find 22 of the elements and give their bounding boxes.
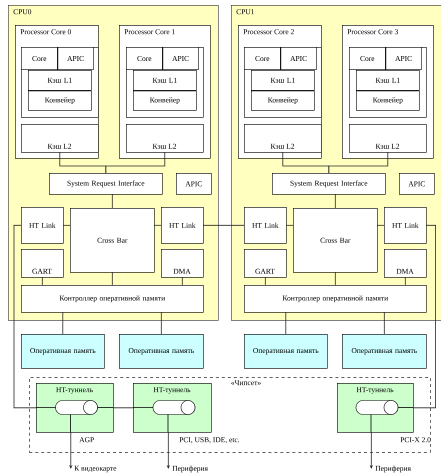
connector-line [334,194,336,208]
connector-line [105,152,166,174]
connector-line [377,224,384,226]
connector-line [42,277,43,286]
connector-line [264,277,266,286]
connector-line [328,152,388,174]
connector-line [413,224,436,408]
connector-line [112,272,113,286]
connector-line [113,407,134,408]
connector-line [154,224,162,226]
connector-line [203,224,244,226]
connector-line [112,194,113,208]
connector-line [334,272,336,286]
connector-line [14,224,36,408]
connector-line [285,312,286,334]
connector-line [404,277,406,286]
connector-line [182,277,183,286]
connector-line [384,312,385,334]
connector-line [286,224,294,226]
connector-line [63,224,70,226]
connector-line [62,312,64,334]
connector-line [160,312,162,334]
